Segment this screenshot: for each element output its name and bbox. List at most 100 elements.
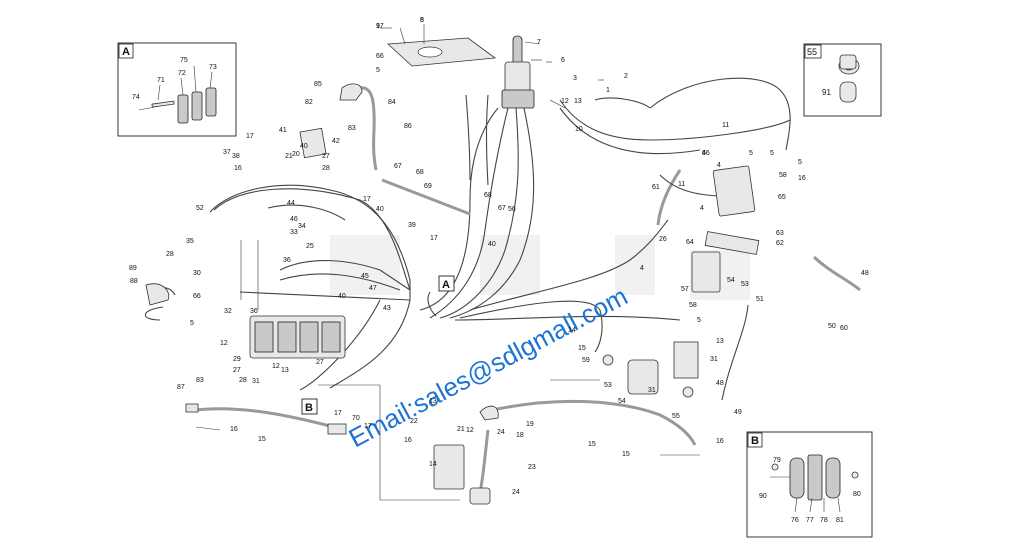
callout-label: 54 (727, 277, 735, 284)
callout-label: 19 (526, 421, 534, 428)
section-marker-b: B (301, 398, 318, 415)
callout-label: 39 (408, 222, 416, 229)
callout-label: 86 (404, 123, 412, 130)
svg-text:74: 74 (132, 94, 140, 101)
callout-label: 16 (798, 175, 806, 182)
callout-label: 25 (306, 243, 314, 250)
callout-label: 29 (233, 356, 241, 363)
callout-label: 89 (129, 265, 137, 272)
svg-text:80: 80 (853, 491, 861, 498)
callout-label: 22 (410, 418, 418, 425)
left-hoses (149, 83, 471, 391)
callout-label: 40 (488, 241, 496, 248)
callout-label: 70 (352, 415, 360, 422)
callout-label: 53 (604, 382, 612, 389)
callout-label: 54 (618, 398, 626, 405)
callout-label: 17 (246, 133, 254, 140)
callout-label: 5 (798, 159, 802, 166)
svg-text:90: 90 (759, 493, 767, 500)
callout-label: 11 (722, 122, 729, 129)
control-valve (240, 240, 346, 359)
callout-label: 9 (376, 23, 380, 30)
callout-label: 30 (193, 270, 201, 277)
callout-label: 66 (193, 293, 201, 300)
callout-label: 12 (561, 98, 569, 105)
callout-label: 24 (512, 489, 520, 496)
svg-text:78: 78 (820, 517, 828, 524)
callout-label: 88 (130, 278, 138, 285)
callout-label: 16 (234, 165, 242, 172)
callout-label: 28 (239, 377, 247, 384)
pipe-14 (433, 399, 697, 505)
callout-label: 53 (741, 281, 749, 288)
callout-label: 67 (394, 163, 402, 170)
pilot-valve-assembly (387, 24, 566, 319)
callout-label: 1 (606, 87, 610, 94)
svg-text:75: 75 (180, 57, 188, 64)
callout-label: 4 (640, 265, 644, 272)
callout-label: 48 (861, 270, 869, 277)
callout-label: 14 (568, 327, 576, 334)
callout-label: 5 (420, 17, 424, 24)
callout-label: 23 (528, 464, 536, 471)
callout-label: 5 (749, 150, 753, 157)
callout-label: 7 (537, 39, 541, 46)
callout-label: 16 (230, 426, 238, 433)
callout-label: 46 (290, 216, 298, 223)
callout-label: 6 (561, 57, 565, 64)
callout-label: 36 (283, 257, 291, 264)
svg-text:79: 79 (773, 457, 781, 464)
svg-text:91: 91 (822, 88, 831, 97)
callout-label: 87 (177, 384, 185, 391)
callout-label: 44 (287, 200, 295, 207)
callout-label: 17 (363, 196, 371, 203)
callout-label: 45 (361, 273, 369, 280)
callout-label: 67 (498, 205, 506, 212)
callout-label: 40 (376, 206, 384, 213)
callout-label: 8 (420, 17, 424, 24)
callout-label: 58 (779, 172, 787, 179)
leader-lines (195, 27, 700, 501)
callout-label: 21 (285, 153, 293, 160)
callout-label: 27 (322, 153, 330, 160)
callout-label: 83 (196, 377, 204, 384)
callout-label: 82 (305, 99, 313, 106)
callout-label: 35 (186, 238, 194, 245)
callout-label: 2 (624, 73, 628, 80)
callout-label: 16 (404, 437, 412, 444)
right-hoses (454, 77, 861, 401)
callout-label: 55 (672, 413, 680, 420)
callout-label: 58 (689, 302, 697, 309)
svg-text:76: 76 (791, 517, 799, 524)
callout-label: 17 (364, 423, 372, 430)
svg-text:71: 71 (157, 77, 165, 84)
callout-label: 59 (582, 357, 590, 364)
callout-label: 64 (686, 239, 694, 246)
svg-text:72: 72 (178, 70, 186, 77)
callout-label: 57 (681, 286, 689, 293)
callout-label: 66 (702, 150, 710, 157)
callout-label: 33 (290, 229, 298, 236)
callout-label: 12 (220, 340, 228, 347)
callout-label: 42 (332, 138, 340, 145)
callout-label: 31 (252, 378, 260, 385)
callout-label: 34 (298, 223, 306, 230)
callout-label: 21 (457, 426, 465, 433)
callout-label: 27 (316, 359, 324, 366)
callout-label: 4 (717, 162, 721, 169)
callout-label: 41 (279, 127, 287, 134)
inset-b: B 79 90 76 77 78 81 80 (746, 431, 873, 538)
callout-label: 61 (652, 184, 660, 191)
callout-label: 28 (322, 165, 330, 172)
callout-label: 84 (388, 99, 396, 106)
callout-label: 38 (232, 153, 240, 160)
callout-label: 20 (292, 151, 300, 158)
callout-label: 12 (466, 427, 474, 434)
callout-label: 63 (776, 230, 784, 237)
callout-label: 12 (272, 363, 280, 370)
callout-label: 83 (348, 125, 356, 132)
callout-label: 16 (716, 438, 724, 445)
inset-b-label: B (751, 435, 759, 447)
